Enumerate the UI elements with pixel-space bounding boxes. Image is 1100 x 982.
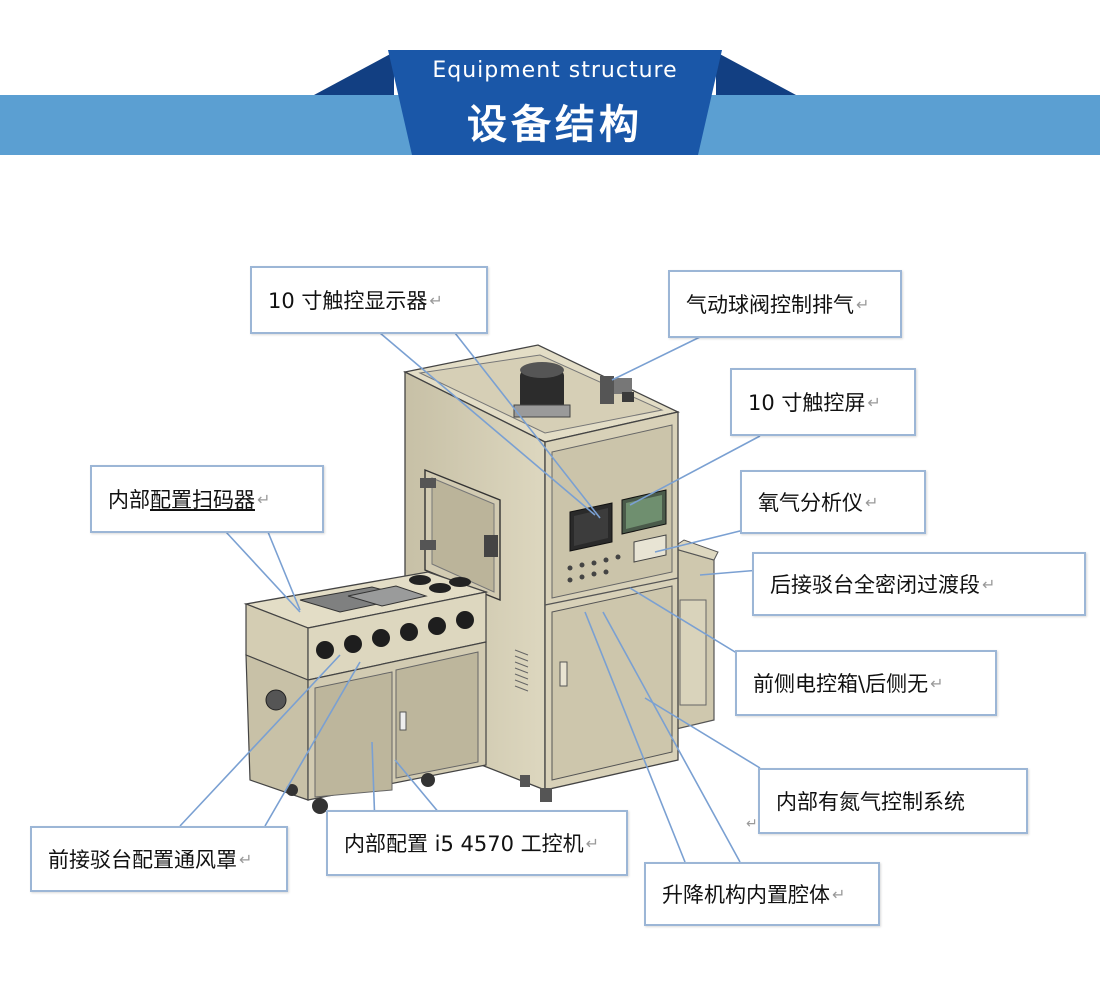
callout-front-hood: 前接驳台配置通风罩 ↵ — [30, 826, 288, 892]
svg-text:↵: ↵ — [746, 816, 758, 832]
header-title-plate — [388, 50, 722, 155]
front-station — [243, 571, 489, 814]
header-left-wing — [314, 52, 394, 95]
callout-oxygen-analyzer: 氧气分析仪 ↵ — [740, 470, 926, 534]
callout-ball-valve: 气动球阀控制排气 ↵ — [668, 270, 902, 338]
header-title: 设备结构 — [467, 102, 643, 148]
leader-lines — [179, 332, 761, 863]
callout-front-control-box: 前侧电控箱\后侧无 ↵ — [735, 650, 997, 716]
callout-nitrogen-system: 内部有氮气控制系统 — [758, 768, 1028, 834]
rear-station — [670, 539, 719, 731]
callout-lift-chamber: 升降机构内置腔体 ↵ — [644, 862, 880, 926]
header-subtitle: Equipment structure — [432, 58, 678, 83]
callout-touch-display: 10 寸触控显示器 ↵ — [250, 266, 488, 334]
callout-scanner: 内部配置扫码器 ↵ — [90, 465, 324, 533]
header-right-wing — [716, 52, 796, 95]
callout-touch-screen: 10 寸触控屏 ↵ — [730, 368, 916, 436]
callout-industrial-pc: 内部配置 i5 4570 工控机 ↵ — [326, 810, 628, 876]
callout-rear-transition: 后接驳台全密闭过渡段 ↵ — [752, 552, 1086, 616]
main-cabinet — [403, 344, 680, 802]
